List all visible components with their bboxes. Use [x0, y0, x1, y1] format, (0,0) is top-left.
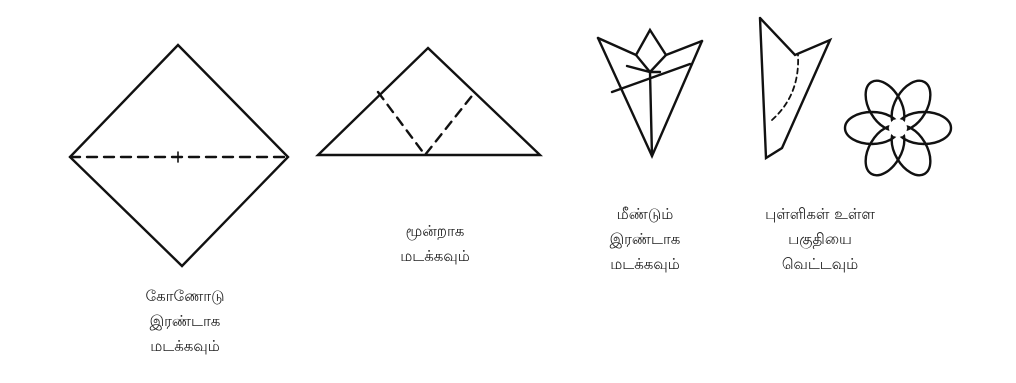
caption-line: கோணோடு [105, 284, 265, 309]
caption-line: பகுதியை [730, 227, 910, 252]
step-2-triangle [318, 48, 540, 155]
step-4-folded [760, 18, 830, 158]
caption-line: மடக்கவும் [355, 244, 515, 269]
caption-line: மூன்றாக [355, 219, 515, 244]
step-3-cone [598, 30, 702, 156]
step-1-diamond [70, 45, 288, 266]
step-4-caption: புள்ளிகள் உள்ள பகுதியை வெட்டவும் [730, 202, 910, 277]
flower-result [845, 74, 951, 182]
step-3-caption: மீண்டும் இரண்டாக மடக்கவும் [565, 202, 725, 277]
caption-line: இரண்டாக [565, 227, 725, 252]
caption-line: மடக்கவும் [565, 252, 725, 277]
caption-line: மீண்டும் [565, 202, 725, 227]
caption-line: புள்ளிகள் உள்ள [730, 202, 910, 227]
flower-center [889, 119, 907, 137]
caption-line: மடக்கவும் [105, 334, 265, 359]
step-1-caption: கோணோடு இரண்டாக மடக்கவும் [105, 284, 265, 359]
step-2-caption: மூன்றாக மடக்கவும் [355, 219, 515, 269]
caption-line: இரண்டாக [105, 309, 265, 334]
caption-line: வெட்டவும் [730, 252, 910, 277]
